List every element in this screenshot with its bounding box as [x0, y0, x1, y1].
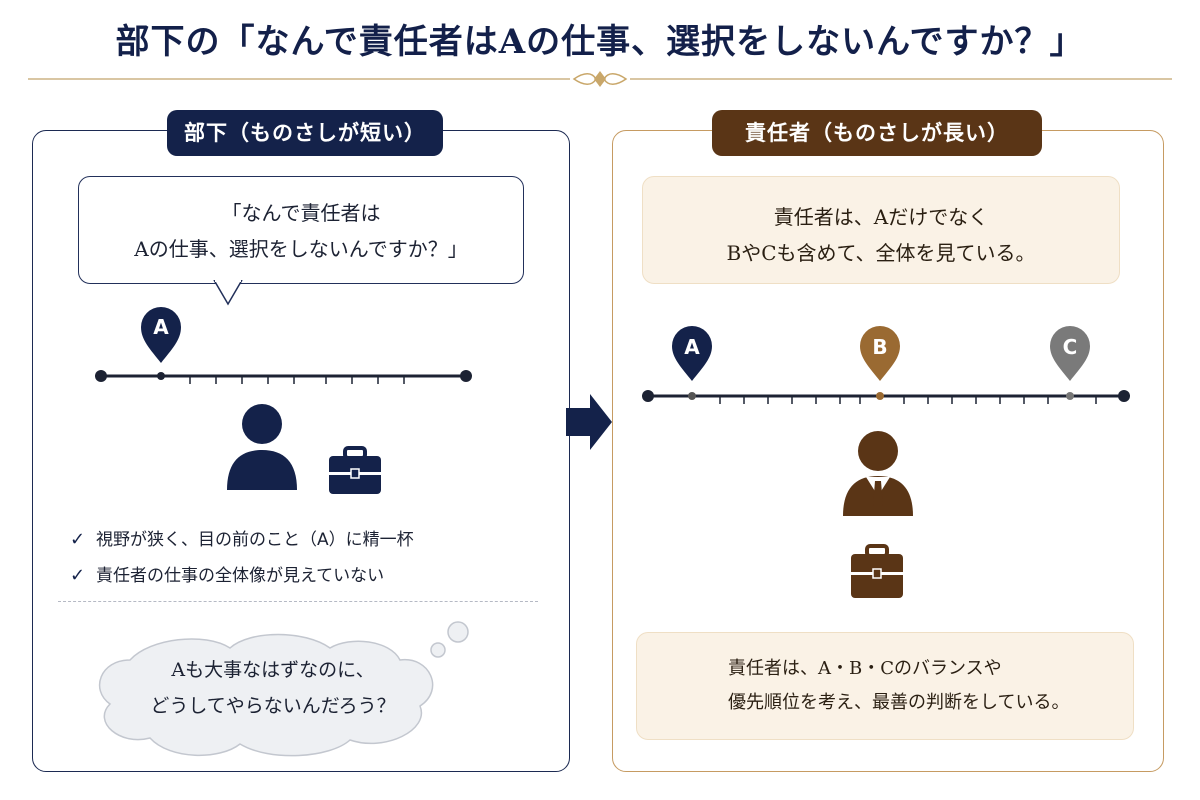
check-item-text: 責任者の仕事の全体像が見えていない [96, 566, 385, 586]
ornament-icon [570, 68, 630, 90]
speech-bubble: 「なんで責任者は Aの仕事、選択をしないんですか？」 [78, 176, 524, 284]
short-scale [95, 370, 472, 384]
marker-a-right: A [672, 326, 712, 381]
manager-conclusion-text: 責任者は、A・B・Cのバランスや 優先順位を考え、最善の判断をしている。 [728, 652, 1128, 720]
conclusion-line-1: 責任者は、A・B・Cのバランスや [728, 658, 1002, 679]
page-title: 部下の「なんで責任者はAの仕事、選択をしないんですか？」 [115, 22, 1085, 62]
marker-a-left: A [141, 307, 181, 363]
subordinate-checklist: ✓ 視野が狭く、目の前のこと（A）に精一杯 ✓ 責任者の仕事の全体像が見えていない [70, 522, 414, 594]
manager-person-icon [843, 431, 913, 516]
manager-header: 責任者（ものさしが長い） [712, 110, 1042, 156]
briefcase-icon [329, 446, 381, 494]
subordinate-header: 部下（ものさしが短い） [167, 110, 443, 156]
dashed-divider [58, 601, 538, 602]
thought-line-2: どうしてやらないんだろう？ [150, 695, 396, 717]
checkmark-icon: ✓ [70, 565, 86, 586]
subordinate-person-icon [227, 404, 297, 490]
marker-c: C [1050, 326, 1090, 381]
check-item: ✓ 責任者の仕事の全体像が見えていない [70, 558, 414, 594]
manager-briefcase-icon [851, 544, 903, 598]
conclusion-line-2: 優先順位を考え、最善の判断をしている。 [728, 692, 1070, 713]
speech-line-2: Aの仕事、選択をしないんですか？」 [134, 237, 468, 261]
thought-line-1: Aも大事なはずなのに、 [171, 659, 375, 681]
speech-tail [213, 280, 243, 306]
manager-conclusion-box [636, 632, 1134, 740]
marker-a-right-label: A [684, 335, 700, 359]
arrow-right-icon [566, 394, 612, 450]
long-scale [642, 390, 1130, 404]
marker-b: B [860, 326, 900, 381]
checkmark-icon: ✓ [70, 529, 86, 550]
check-item-text: 視野が狭く、目の前のこと（A）に精一杯 [96, 530, 414, 550]
manager-summary-box: 責任者は、Aだけでなく BやCも含めて、全体を見ている。 [642, 176, 1120, 284]
summary-line-1: 責任者は、Aだけでなく [773, 205, 989, 229]
check-item: ✓ 視野が狭く、目の前のこと（A）に精一杯 [70, 522, 414, 558]
summary-line-2: BやCも含めて、全体を見ている。 [726, 241, 1036, 265]
thought-cloud [99, 621, 469, 757]
marker-c-label: C [1063, 335, 1078, 359]
marker-a-left-label: A [153, 315, 169, 339]
marker-b-label: B [872, 335, 887, 359]
speech-line-1: 「なんで責任者は [221, 201, 381, 225]
thought-text: Aも大事なはずなのに、 どうしてやらないんだろう？ [108, 652, 438, 724]
